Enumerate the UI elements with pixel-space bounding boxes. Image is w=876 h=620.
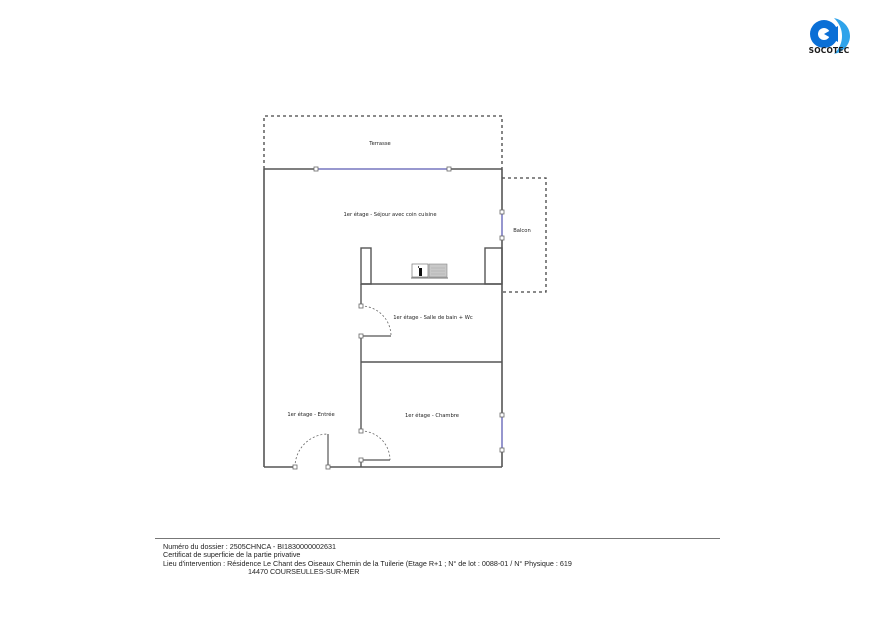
brand-name: SOCOTEC — [808, 46, 850, 55]
footer-info: Numéro du dossier : 2505CHNCA - BI183000… — [163, 542, 572, 576]
room-label-entree: 1er étage - Entrée — [287, 412, 335, 418]
windows — [316, 168, 503, 450]
window-handles — [313, 166, 505, 453]
room-label-terrasse: Terrasse — [369, 141, 391, 147]
certificate-title: Certificat de superficie de la partie pr… — [163, 550, 301, 560]
terrace-outline — [263, 115, 503, 169]
room-label-sejour: 1er étage - Séjour avec coin cuisine — [343, 212, 437, 218]
kitchen-stove-icon — [428, 263, 448, 278]
room-label-salle-de-bain: 1er étage - Salle de bain + Wc — [393, 315, 473, 321]
balcony-outline — [502, 177, 547, 293]
door-entrance — [292, 433, 331, 470]
footer-divider — [155, 538, 720, 539]
kitchen-sink-icon — [411, 263, 429, 278]
intervention-city: 14470 COURSEULLES-SUR-MER — [248, 566, 360, 576]
room-label-balcon: Balcon — [513, 228, 531, 234]
door-bathroom — [358, 303, 392, 339]
socotec-logo-icon — [810, 18, 850, 54]
dossier-number: Numéro du dossier : 2505CHNCA - BI183000… — [163, 542, 337, 551]
door-bedroom — [358, 428, 391, 463]
room-label-chambre: 1er étage - Chambre — [405, 413, 459, 419]
interior-walls — [360, 247, 503, 467]
intervention-location: Lieu d'intervention : Résidence Le Chant… — [163, 558, 572, 568]
